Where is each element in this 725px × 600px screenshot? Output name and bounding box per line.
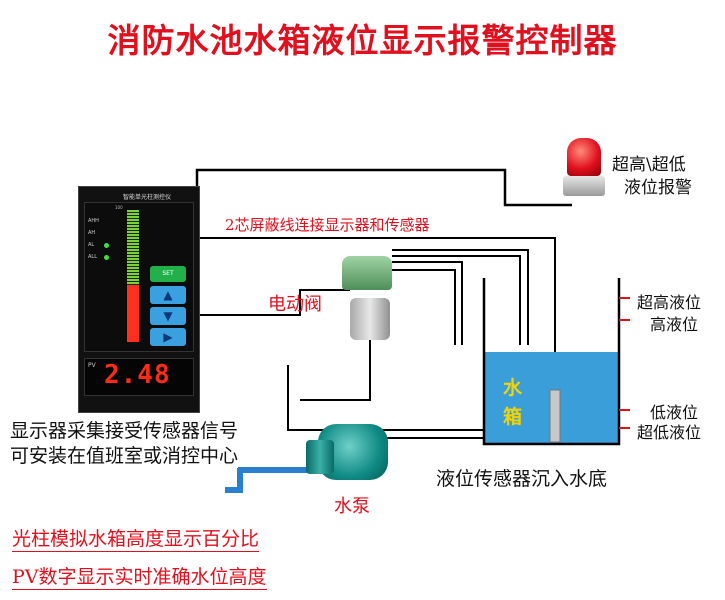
level-ultra-low: 超低液位 (637, 423, 702, 442)
sensor-cable (197, 237, 556, 390)
alarm-label-line2: 液位报警 (624, 178, 692, 198)
bar-graph-green (127, 210, 139, 285)
tank-label-1: 水 (503, 377, 523, 399)
tank-walls (482, 278, 621, 446)
indicator-all: ALL (88, 254, 97, 260)
scale-top: 100 (115, 205, 123, 210)
pump-label: 水泵 (334, 496, 370, 517)
sensor-probe (549, 389, 561, 443)
indicator-ahh: AHH (88, 218, 99, 224)
display-desc-line2: 可安装在值班室或消控中心 (10, 441, 239, 468)
inlet-pipe (392, 269, 456, 345)
alarm-light-base (563, 176, 605, 196)
valve-label: 电动阀 (268, 294, 322, 315)
level-high: 高液位 (650, 315, 699, 334)
feature-line2: PV数字显示实时准确水位高度 (12, 562, 267, 590)
down-button[interactable]: ▼ (150, 307, 186, 325)
page-title: 消防水池水箱液位显示报警控制器 (107, 21, 618, 60)
alarm-cable (195, 168, 572, 207)
bar-graph-fill (127, 285, 139, 342)
feature-line1: 光柱模拟水箱高度显示百分比 (12, 524, 260, 552)
led-all (104, 255, 109, 260)
level-ultra-high: 超高液位 (637, 293, 702, 312)
pv-label: PV (88, 362, 96, 369)
tank-label-2: 箱 (503, 406, 523, 428)
sensor-label: 液位传感器沉入水底 (436, 468, 608, 490)
drain-pipe (225, 467, 330, 493)
led-al (104, 243, 109, 248)
pump-motor-icon (306, 440, 334, 474)
level-low: 低液位 (650, 403, 699, 422)
valve-cable (197, 289, 350, 316)
set-button-label: SET (162, 270, 174, 277)
indicator-ah: AH (88, 230, 96, 236)
shift-button[interactable]: ▶ (150, 328, 186, 346)
valve-body-icon (350, 298, 390, 340)
controller-title: 智能单光柱测控仪 (122, 194, 171, 201)
cable-label: 2芯屏蔽线连接显示器和传感器 (225, 216, 430, 234)
alarm-label-line1: 超高\超低 (612, 155, 686, 175)
alarm-light-icon (567, 138, 601, 176)
up-button[interactable]: ▲ (150, 286, 186, 304)
indicator-al: AL (88, 242, 95, 248)
display-desc-line1: 显示器采集接受传感器信号 (10, 416, 239, 443)
pv-display (84, 358, 194, 396)
set-button[interactable]: SET (150, 266, 186, 282)
pv-value: 2.48 (104, 360, 171, 390)
valve-actuator-icon (342, 256, 392, 290)
valve-pump-pipe (300, 338, 371, 401)
